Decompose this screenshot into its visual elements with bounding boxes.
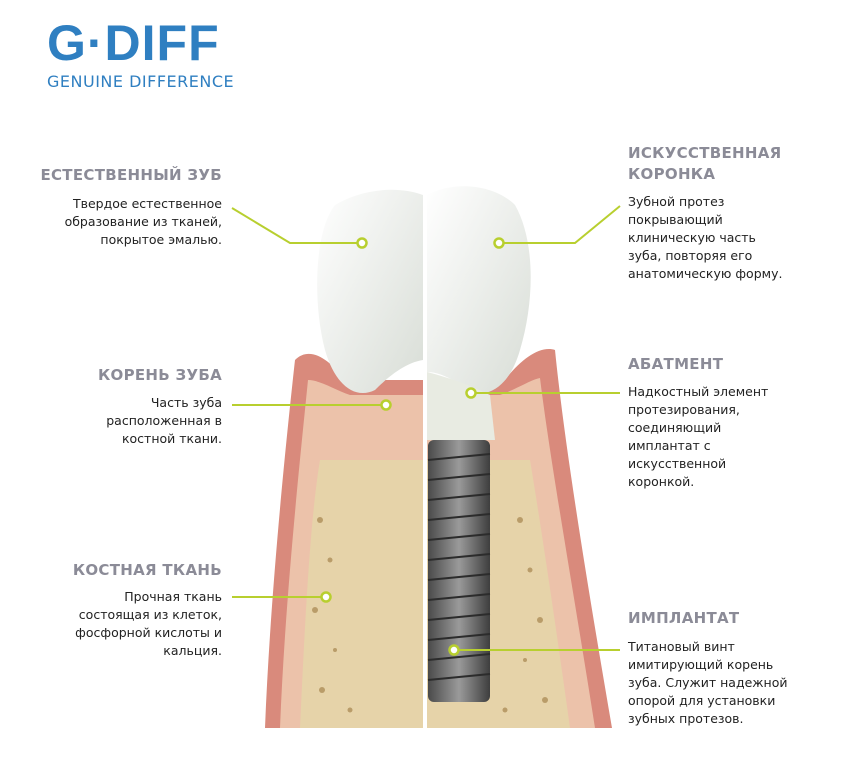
- label-bone-title: КОСТНАЯ ТКАНЬ: [72, 561, 222, 579]
- marker-dots: [320, 237, 505, 656]
- natural-crown: [317, 189, 423, 394]
- artificial-crown: [427, 186, 531, 394]
- implant-threads: [427, 453, 491, 681]
- center-divider: [423, 180, 427, 740]
- label-tooth-root-title: КОРЕНЬ ЗУБА: [97, 366, 222, 384]
- label-implant-title: ИМПЛАНТАТ: [628, 609, 740, 627]
- logo-tagline: GENUINE DIFFERENCE: [47, 72, 235, 91]
- label-abutment-title: АБАТМЕНТ: [628, 355, 724, 373]
- bone-pores: [312, 517, 548, 713]
- label-natural-tooth-title: ЕСТЕСТВЕННЫЙ ЗУБ: [40, 166, 222, 184]
- gdiff-logo: G·DIFF GENUINE DIFFERENCE: [47, 18, 234, 90]
- abutment: [427, 372, 495, 440]
- logo-wordmark: G·DIFF: [47, 15, 220, 71]
- leader-lines: [231, 205, 621, 651]
